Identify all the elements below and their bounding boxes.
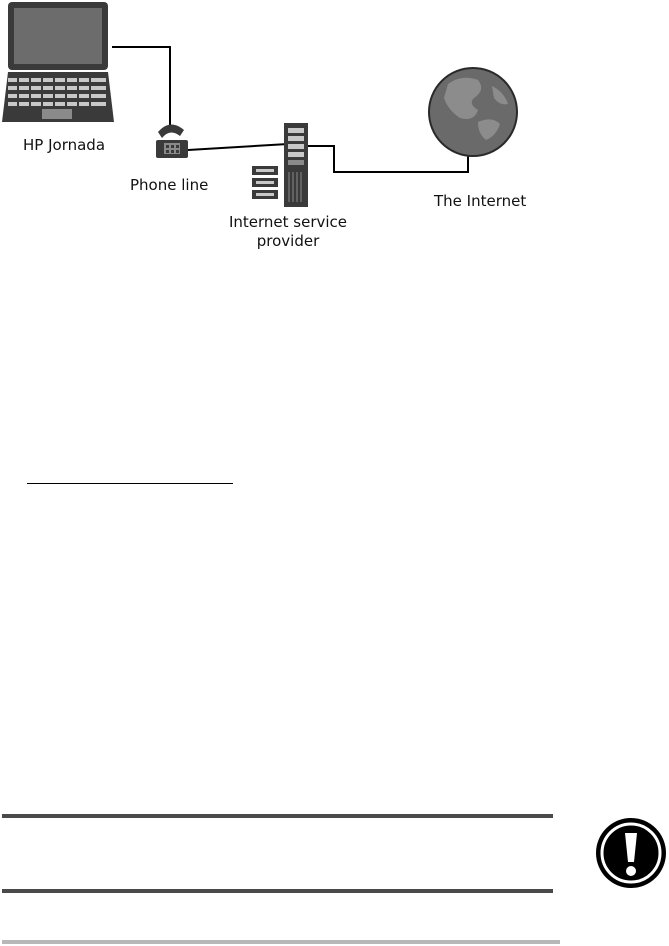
page-bottom-rule: [2, 940, 560, 944]
server-tower-icon: [284, 123, 308, 207]
underline-rule: [27, 483, 233, 484]
globe-icon: [429, 68, 517, 156]
phone-line-label: Phone line: [130, 176, 208, 195]
isp-to-internet-line: [306, 146, 468, 172]
isp-label-line1: Internet service: [226, 213, 350, 232]
laptop-label: HP Jornada: [23, 136, 105, 155]
isp-label-line2: provider: [226, 232, 350, 251]
internet-label: The Internet: [434, 192, 526, 211]
exclamation-icon: [594, 816, 668, 890]
server-rack-icon: [252, 166, 278, 199]
note-bottom-rule: [2, 889, 553, 893]
telephone-icon: [156, 124, 188, 158]
phone-to-isp-line: [188, 144, 288, 150]
note-top-rule: [2, 814, 553, 818]
laptop-to-phone-line: [112, 47, 170, 128]
isp-label: Internet service provider: [226, 213, 350, 251]
laptop-icon: [2, 2, 114, 122]
